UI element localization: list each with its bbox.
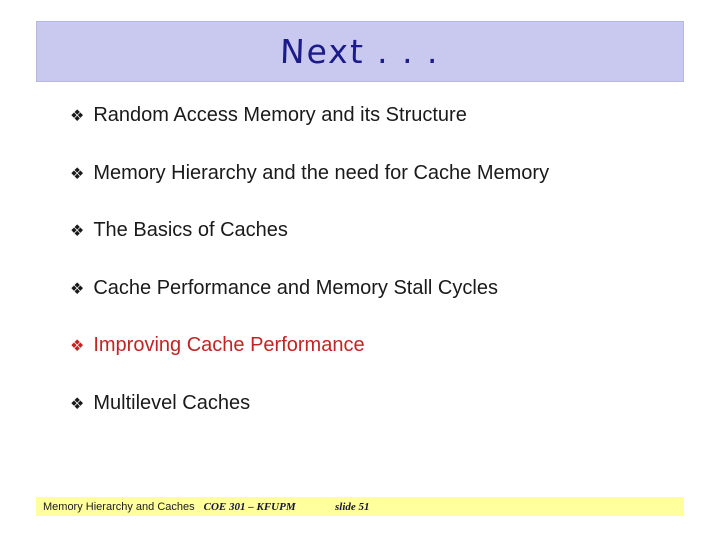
footer-course-code: COE 301 – KFUPM	[203, 500, 296, 513]
footer-course-title: Memory Hierarchy and Caches	[43, 500, 195, 513]
bullet-item-label: The Basics of Caches	[93, 219, 288, 241]
diamond-bullet-icon: ❖	[70, 393, 85, 413]
list-item: ❖ Memory Hierarchy and the need for Cach…	[70, 159, 680, 187]
page-title: Next . . .	[279, 32, 441, 71]
list-item: ❖ Random Access Memory and its Structure	[70, 101, 680, 129]
list-item: ❖ The Basics of Caches	[70, 216, 680, 244]
bullet-item-label: Memory Hierarchy and the need for Cache …	[93, 161, 550, 184]
diamond-bullet-icon: ❖	[70, 278, 85, 298]
diamond-bullet-icon: ❖	[70, 106, 85, 125]
bullet-item-label: Multilevel Caches	[93, 391, 251, 414]
title-bar: Next . . .	[36, 21, 684, 82]
footer-bar: Memory Hierarchy and Caches COE 301 – KF…	[36, 497, 684, 516]
diamond-bullet-icon: ❖	[70, 336, 85, 355]
bullet-item-label: Random Access Memory and its Structure	[93, 104, 467, 126]
diamond-bullet-icon: ❖	[70, 221, 85, 240]
footer-slide-number: slide 51	[335, 500, 370, 513]
bullet-item-label: Cache Performance and Memory Stall Cycle…	[93, 276, 498, 299]
list-item: ❖ Multilevel Caches	[70, 389, 680, 417]
list-item: ❖ Improving Cache Performance	[70, 331, 680, 359]
list-item: ❖ Cache Performance and Memory Stall Cyc…	[70, 274, 680, 302]
diamond-bullet-icon: ❖	[70, 163, 85, 183]
bullet-list: ❖ Random Access Memory and its Structure…	[70, 101, 680, 446]
bullet-item-label: Improving Cache Performance	[93, 334, 365, 356]
